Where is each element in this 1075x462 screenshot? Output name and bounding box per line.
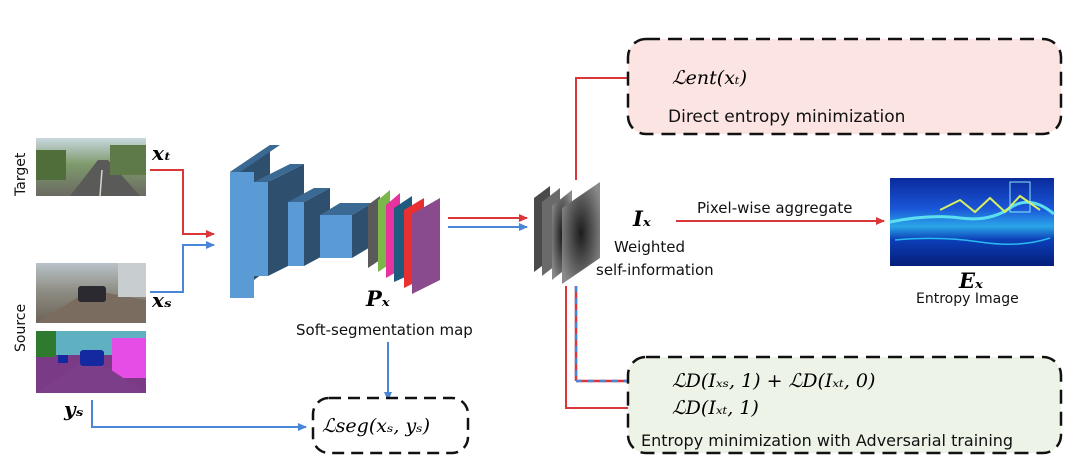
pixel-aggregate-label: Pixel-wise aggregate <box>697 199 852 217</box>
adversarial-caption: Entropy minimization with Adversarial tr… <box>641 431 1013 450</box>
direct-entropy-caption: Direct entropy minimization <box>668 107 905 127</box>
source-segmentation <box>36 331 146 393</box>
px-symbol: Pₓ <box>365 286 391 311</box>
adversarial-loss-formula-2: ℒD(Iₓₜ, 1) <box>672 397 759 419</box>
adversarial-box: ℒD(Iₓₛ, 1) + ℒD(Iₓₜ, 0) ℒD(Iₓₜ, 1) Entro… <box>626 355 1063 455</box>
xt-symbol: xₜ <box>151 141 171 165</box>
ex-symbol: Eₓ <box>958 268 984 293</box>
segmentation-network <box>230 145 372 298</box>
entropy-image <box>889 178 1055 266</box>
source-image <box>36 263 146 323</box>
target-image <box>36 138 146 197</box>
segmentation-loss-box: ℒseg(xₛ, yₛ) <box>311 396 470 455</box>
self-information-maps <box>534 182 600 284</box>
target-to-network-arrow <box>150 169 215 238</box>
source-to-network-arrow <box>150 241 215 293</box>
ix-symbol: Iₓ <box>632 206 652 231</box>
adversarial-loss-formula-1: ℒD(Iₓₛ, 1) + ℒD(Iₓₜ, 0) <box>672 370 875 392</box>
label-to-seg-loss-arrow <box>91 400 307 431</box>
soft-segmentation-map <box>368 190 440 294</box>
xs-symbol: xₛ <box>151 288 172 312</box>
direct-entropy-box: ℒent(xₜ) Direct entropy minimization <box>626 37 1063 136</box>
info-caption-line1: Weighted <box>614 238 685 256</box>
entropy-image-caption: Entropy Image <box>916 291 1019 307</box>
target-label: Target <box>13 152 29 197</box>
source-label: Source <box>13 304 29 352</box>
ys-symbol: yₛ <box>63 397 84 421</box>
entropy-loss-formula: ℒent(xₜ) <box>672 67 747 89</box>
segmentation-loss-formula: ℒseg(xₛ, yₛ) <box>322 415 430 437</box>
soft-segmentation-caption: Soft-segmentation map <box>296 321 473 339</box>
info-caption-line2: self-information <box>596 261 714 279</box>
